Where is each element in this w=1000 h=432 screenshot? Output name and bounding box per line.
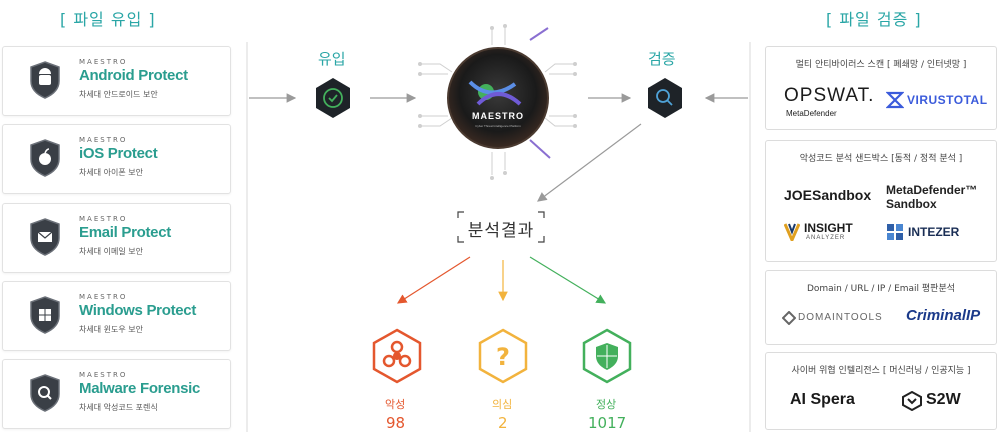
center-logo-subtitle: Cyber Threat Intelligence Platform [475, 124, 521, 128]
analysis-result-label: 분석결과 [467, 221, 535, 241]
shield-check-icon [582, 328, 632, 384]
product-desc: 차세대 이메일 보안 [79, 247, 143, 256]
analyzer-logo: ANALYZER [806, 235, 846, 241]
product-desc: 차세대 아이폰 보안 [79, 168, 143, 177]
s2w-icon [902, 391, 922, 411]
biohazard-icon [372, 328, 422, 384]
inflow-hexagon [316, 78, 350, 118]
result-normal-label: 정상 [596, 398, 617, 411]
vendor-box-sandbox: 악성코드 분석 샌드박스 [동적 / 정적 분석 ] JOESandbox Me… [765, 140, 997, 262]
virustotal-icon [886, 91, 904, 109]
inflow-section-title: [ 파일 유입 ] [60, 10, 156, 29]
result-suspicious-label: 의심 [492, 398, 513, 411]
product-brand: MAESTRO [79, 58, 128, 66]
vendor-box-reputation: Domain / URL / IP / Email 평판분석 DOMAINTOO… [765, 270, 997, 345]
apple-icon [30, 139, 60, 177]
domaintools-icon [782, 311, 796, 325]
result-normal-value: 1017 [588, 414, 627, 432]
product-card-android[interactable]: MAESTRO Android Protect 차세대 안드로이드 보안 [2, 46, 231, 116]
product-desc: 차세대 윈도우 보안 [79, 325, 143, 334]
mail-icon [30, 218, 60, 256]
virustotal-logo: VIRUSTOTAL [907, 93, 988, 107]
product-card-email[interactable]: MAESTRO Email Protect 차세대 이메일 보안 [2, 203, 231, 273]
vendor-box-title: 사이버 위협 인텔리전스 [ 머신러닝 / 인공지능 ] [791, 366, 971, 376]
metadefender-logo: MetaDefender [786, 109, 837, 118]
verify-hexagon [648, 78, 682, 118]
verify-section-title: [ 파일 검증 ] [826, 10, 922, 29]
center-logo-text: MAESTRO [472, 111, 524, 121]
vendor-box-intelligence: 사이버 위협 인텔리전스 [ 머신러닝 / 인공지능 ] AI Spera S2… [765, 352, 997, 430]
s2w-logo: S2W [926, 391, 961, 408]
product-card-windows[interactable]: MAESTRO Windows Protect 차세대 윈도우 보안 [2, 281, 231, 351]
product-desc: 차세대 안드로이드 보안 [79, 90, 158, 99]
product-card-malware-forensic[interactable]: MAESTRO Malware Forensic 차세대 악성코드 포렌식 [2, 359, 231, 429]
vendor-box-title: 멀티 안티바이러스 스캔 [ 폐쇄망 / 인터넷망 ] [795, 60, 967, 70]
vendor-box-title: 악성코드 분석 샌드박스 [동적 / 정적 분석 ] [799, 154, 963, 164]
domaintools-logo: DOMAINTOOLS [798, 312, 883, 323]
opswat-logo: OPSWAT. [784, 85, 875, 106]
inflow-label: 유입 [318, 50, 346, 68]
metadefender-sandbox-logo-line2: Sandbox [886, 197, 937, 211]
question-icon: ? [478, 328, 528, 384]
intezer-logo: INTEZER [908, 225, 960, 239]
product-name: Windows Protect [79, 302, 197, 319]
product-name: Malware Forensic [79, 380, 201, 397]
product-brand: MAESTRO [79, 293, 128, 301]
metadefender-sandbox-logo: MetaDefender™ [886, 183, 978, 197]
android-icon [30, 61, 60, 99]
product-card-ios[interactable]: MAESTRO iOS Protect 차세대 아이폰 보안 [2, 124, 231, 194]
product-name: iOS Protect [79, 145, 158, 162]
magnifier-icon [30, 374, 60, 412]
aispera-logo: AI Spera [790, 391, 855, 408]
svg-text:?: ? [496, 343, 510, 371]
result-malicious-label: 악성 [385, 398, 406, 411]
result-malicious-value: 98 [386, 414, 406, 432]
insight-logo: INSIGHT [804, 221, 853, 235]
vendor-box-title: Domain / URL / IP / Email 평판분석 [806, 284, 956, 294]
vendor-box-antivirus: 멀티 안티바이러스 스캔 [ 폐쇄망 / 인터넷망 ] OPSWAT. Meta… [765, 46, 997, 130]
product-brand: MAESTRO [79, 371, 128, 379]
insight-analyzer-icon [784, 223, 800, 241]
product-brand: MAESTRO [79, 136, 128, 144]
product-brand: MAESTRO [79, 215, 128, 223]
verify-label: 검증 [648, 50, 676, 68]
joe-sandbox-logo: JOESandbox [784, 187, 872, 203]
maestro-logo-orb [448, 48, 548, 148]
result-suspicious-value: 2 [498, 414, 508, 432]
criminalip-logo: CriminalIP [906, 307, 981, 324]
product-desc: 차세대 악성코드 포렌식 [79, 403, 158, 412]
intezer-icon [887, 224, 903, 240]
windows-icon [30, 296, 60, 334]
product-name: Android Protect [79, 67, 188, 84]
product-name: Email Protect [79, 224, 171, 241]
